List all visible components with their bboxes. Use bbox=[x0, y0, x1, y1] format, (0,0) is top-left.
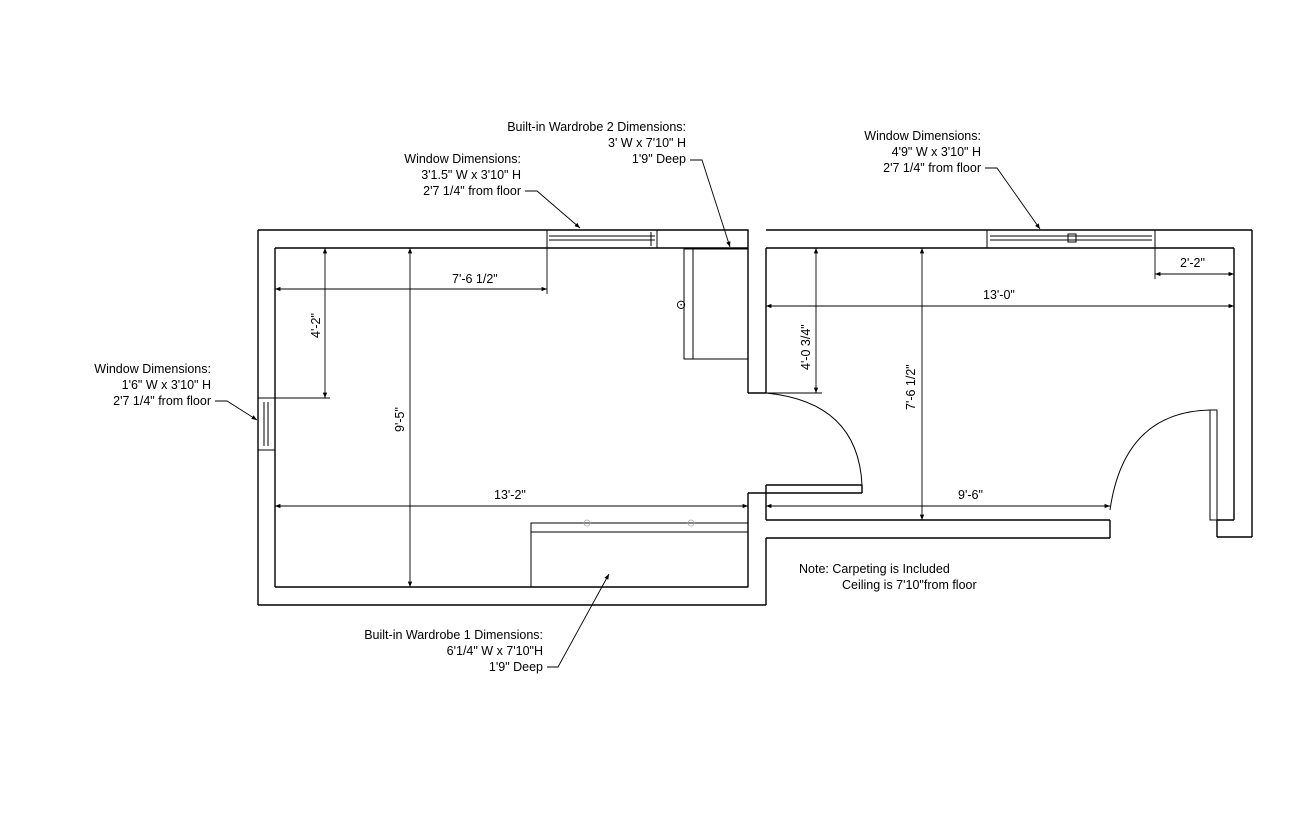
svg-text:1'9" Deep: 1'9" Deep bbox=[489, 660, 543, 674]
annotation-wardrobe-1: Built-in Wardrobe 1 Dimensions: 6'1/4" W… bbox=[364, 573, 610, 674]
svg-text:Built-in Wardrobe 2 Dimensions: Built-in Wardrobe 2 Dimensions: bbox=[507, 120, 686, 134]
annotation-window-top-right: Window Dimensions: 4'9" W x 3'10" H 2'7 … bbox=[864, 129, 1041, 230]
svg-text:Ceiling is 7'10"from floor: Ceiling is 7'10"from floor bbox=[842, 578, 977, 592]
svg-text:2'7 1/4" from floor: 2'7 1/4" from floor bbox=[113, 394, 211, 408]
svg-text:Window Dimensions:: Window Dimensions: bbox=[864, 129, 981, 143]
annotation-note: Note: Carpeting is Included Ceiling is 7… bbox=[799, 562, 977, 592]
svg-text:⊙: ⊙ bbox=[674, 300, 688, 310]
wardrobe-2: ⊙ bbox=[674, 248, 749, 360]
dim-left-room-height: 9'-5" bbox=[393, 407, 407, 432]
left-room-walls bbox=[257, 229, 767, 606]
dimension-labels: 7'-6 1/2" 4'-2" 9'-5" 13'-2" 2'-2" 13'-0… bbox=[309, 256, 1205, 502]
svg-text:Built-in Wardrobe 1 Dimensions: Built-in Wardrobe 1 Dimensions: bbox=[364, 628, 543, 642]
svg-text:4'9" W x 3'10" H: 4'9" W x 3'10" H bbox=[892, 145, 981, 159]
svg-text:1'9" Deep: 1'9" Deep bbox=[632, 152, 686, 166]
dim-right-upper-height: 4'-0 3/4" bbox=[799, 324, 813, 370]
svg-text:3' W x 7'10" H: 3' W x 7'10" H bbox=[608, 136, 686, 150]
svg-text:3'1.5" W x 3'10" H: 3'1.5" W x 3'10" H bbox=[421, 168, 521, 182]
door-middle bbox=[765, 392, 863, 494]
dim-right-room-width: 13'-0" bbox=[983, 288, 1015, 302]
window-top-right bbox=[986, 229, 1156, 249]
window-top-left bbox=[546, 229, 658, 249]
svg-text:6'1/4" W x 7'10"H: 6'1/4" W x 7'10"H bbox=[447, 644, 543, 658]
svg-text:Window Dimensions:: Window Dimensions: bbox=[404, 152, 521, 166]
dim-left-room-width: 13'-2" bbox=[494, 488, 526, 502]
door-right bbox=[1109, 409, 1218, 521]
svg-text:2'7 1/4" from floor: 2'7 1/4" from floor bbox=[423, 184, 521, 198]
svg-text:2'7 1/4" from floor: 2'7 1/4" from floor bbox=[883, 161, 981, 175]
dim-right-lower-width: 9'-6" bbox=[958, 488, 983, 502]
window-left bbox=[257, 397, 276, 451]
svg-text:Window Dimensions:: Window Dimensions: bbox=[94, 362, 211, 376]
dimension-lines bbox=[275, 248, 1235, 587]
dim-right-closet-width: 2'-2" bbox=[1180, 256, 1205, 270]
annotation-wardrobe-2: Built-in Wardrobe 2 Dimensions: 3' W x 7… bbox=[507, 120, 731, 248]
annotation-window-left: Window Dimensions: 1'6" W x 3'10" H 2'7 … bbox=[94, 362, 258, 421]
wardrobe-1 bbox=[530, 519, 749, 588]
right-room-walls bbox=[766, 229, 1253, 539]
dim-left-window-height: 4'-2" bbox=[309, 313, 323, 338]
dim-right-room-height: 7'-6 1/2" bbox=[904, 364, 918, 410]
annotation-window-top-left: Window Dimensions: 3'1.5" W x 3'10" H 2'… bbox=[404, 152, 581, 229]
dim-left-upper-width: 7'-6 1/2" bbox=[452, 272, 498, 286]
svg-text:1'6" W x 3'10" H: 1'6" W x 3'10" H bbox=[122, 378, 211, 392]
svg-text:Note: Carpeting is Included: Note: Carpeting is Included bbox=[799, 562, 950, 576]
